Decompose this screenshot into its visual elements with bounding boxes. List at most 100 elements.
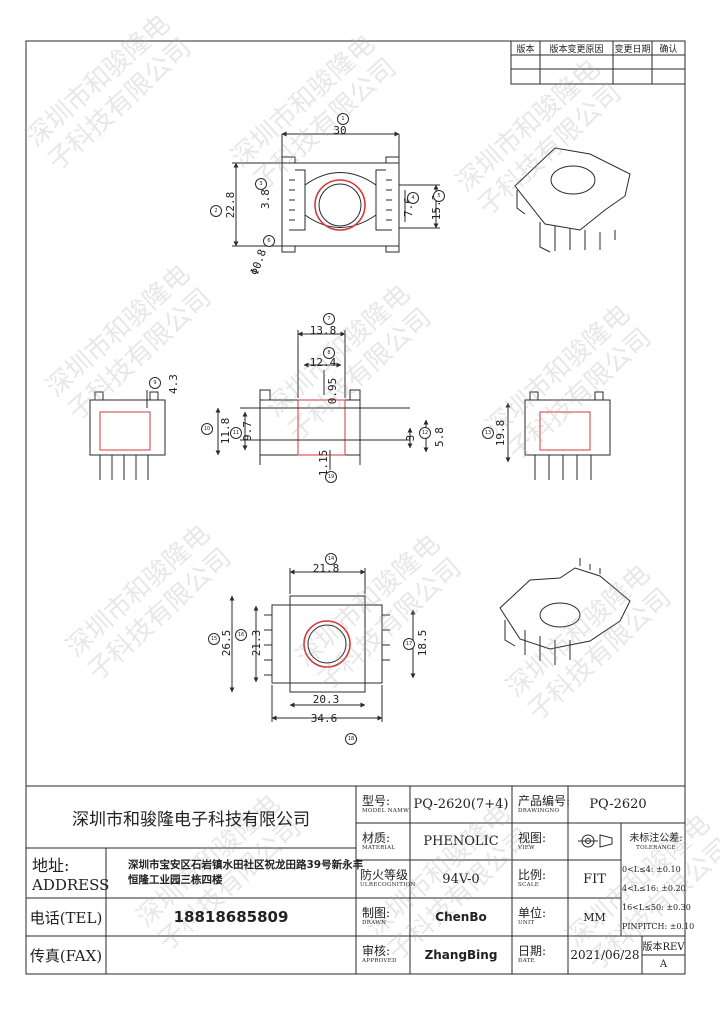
date-label-en: DATE	[518, 958, 535, 964]
right-view	[505, 391, 611, 480]
approved-label: 审核: APPROVED	[362, 936, 410, 974]
balloon-callout: 9	[149, 377, 161, 389]
balloon-callout: 4	[407, 192, 419, 204]
drawing-no-label-en: DRAWINGNO	[518, 807, 560, 814]
material-label: 材质: MATERIAL	[362, 823, 410, 860]
projection-symbol	[578, 834, 613, 848]
dim-3: 3	[403, 434, 417, 442]
tolerance-row: PINPITCH: ±0.10	[622, 921, 695, 931]
balloon-callout: 7	[323, 313, 335, 325]
drawing-no-label: 产品编号: DRAWINGNO	[518, 786, 571, 823]
model-value: PQ-2620(7+4)	[413, 797, 509, 812]
fax-label: 传真(FAX)	[29, 946, 103, 965]
company-name: 深圳市和骏隆电子科技有限公司	[72, 809, 310, 830]
balloon-callout: 15	[208, 633, 220, 645]
address-label: 地址: ADDRESS	[32, 848, 110, 898]
drawn-value: ChenBo	[435, 910, 487, 924]
side-view-dims	[215, 330, 429, 470]
date-value: 2021/06/28	[570, 948, 640, 962]
fire-label-en: ULRECOGNITION	[360, 882, 416, 888]
date-label-cn: 日期:	[518, 944, 547, 958]
balloon-callout: 12	[419, 427, 431, 439]
approved-label-en: APPROVED	[362, 958, 397, 964]
material-label-cn: 材质:	[362, 830, 391, 845]
dim-20-3: 20.3	[312, 692, 340, 706]
fire-label-cn: 防火等级	[360, 868, 409, 882]
address-label-en: ADDRESS	[32, 876, 110, 894]
drawn-label-cn: 制图:	[362, 906, 391, 920]
iso-view-top	[514, 147, 631, 253]
drawing-no-label-cn: 产品编号:	[518, 793, 571, 808]
dim-26-5: 26.5	[219, 629, 233, 657]
scale-label-cn: 比例:	[518, 868, 547, 882]
dim-21-8: 21.8	[312, 561, 340, 575]
address-line-1: 深圳市宝安区石岩镇水田社区祝龙田路39号新永丰	[128, 859, 364, 871]
dim-22-8: 22.8	[223, 191, 237, 219]
tolerance-row: 4<L≤16: ±0.20	[622, 883, 686, 893]
balloon-callout: 8	[323, 347, 335, 359]
view-label: 视图: VIEW	[518, 823, 568, 860]
dim-13-8: 13.8	[309, 323, 337, 337]
date-label: 日期: DATE	[518, 936, 568, 974]
balloon-callout: 6	[263, 235, 275, 247]
title-block-grid	[26, 785, 685, 974]
balloon-callout: 3	[255, 178, 267, 190]
balloon-callout: 16	[235, 629, 247, 641]
dim-9-7: 9.7	[240, 421, 254, 441]
bottom-view	[264, 595, 390, 693]
rev-label: 版本REV	[642, 942, 685, 953]
revision-table-grid	[510, 40, 686, 85]
top-view	[281, 156, 400, 253]
tel-value: 18818685809	[173, 908, 289, 926]
address-line-2: 恒隆工业园三栋四楼	[128, 874, 223, 886]
drawn-label-en: DRAWN	[362, 920, 387, 926]
balloon-callout: 1	[337, 113, 349, 125]
dim-0-95: 0.95	[325, 377, 339, 405]
balloon-callout: 10	[201, 423, 213, 435]
fire-rating-value: 94V-0	[442, 871, 480, 887]
dim-19-8: 19.8	[493, 419, 507, 447]
left-view	[89, 390, 166, 480]
bottom-view-dims	[229, 568, 416, 722]
fire-rating-label: 防火等级 ULRECOGNITION	[360, 860, 415, 898]
model-label-cn: 型号:	[362, 793, 391, 808]
scale-label-en: SCALE	[518, 882, 540, 888]
side-view	[240, 389, 410, 465]
scale-label: 比例: SCALE	[518, 860, 568, 898]
balloon-callout: 19	[325, 471, 337, 483]
rev-value: A	[659, 959, 668, 970]
tel-label: 电话(TEL)	[29, 908, 103, 927]
dim-30: 30	[333, 123, 347, 137]
material-label-en: MATERIAL	[362, 844, 396, 851]
model-label-en: MODEL NAMW	[362, 807, 410, 814]
balloon-callout: 5	[433, 190, 445, 202]
unit-value: MM	[583, 910, 606, 924]
tolerance-label-cn: 未标注公差:	[629, 832, 683, 844]
view-label-cn: 视图:	[518, 830, 547, 845]
rev-header-reason: 版本变更原因	[549, 44, 604, 55]
material-value: PHENOLIC	[423, 834, 499, 849]
unit-label-en: UNIT	[518, 920, 535, 926]
tolerance-label-en: TOLERANCE	[636, 844, 676, 851]
address-value: 深圳市宝安区石岩镇水田社区祝龙田路39号新永丰 恒隆工业园三栋四楼	[128, 848, 363, 898]
dim-21-3: 21.3	[249, 629, 263, 657]
balloon-callout: 2	[210, 205, 222, 217]
approved-label-cn: 审核:	[362, 944, 391, 958]
dim-12-4: 12.4	[309, 355, 337, 369]
address-label-cn: 地址:	[32, 856, 70, 875]
dim-4-3: 4.3	[166, 374, 180, 394]
view-label-en: VIEW	[518, 844, 536, 851]
rev-header-confirm: 确认	[659, 44, 678, 55]
unit-label-cn: 单位:	[518, 906, 547, 920]
tolerance-values: 0<L≤4: ±0.10 4<L≤16: ±0.20 16<L≤50: ±0.3…	[622, 860, 694, 936]
drawing-no-value: PQ-2620	[589, 797, 647, 812]
tolerance-row: 0<L≤4: ±0.10	[622, 864, 681, 874]
model-label: 型号: MODEL NAMW	[362, 786, 410, 823]
scale-value: FIT	[583, 871, 606, 887]
unit-label: 单位: UNIT	[518, 898, 568, 936]
balloon-callout: 11	[230, 427, 242, 439]
balloon-callout: 14	[325, 553, 337, 565]
rev-header-date: 变更日期	[614, 44, 651, 55]
